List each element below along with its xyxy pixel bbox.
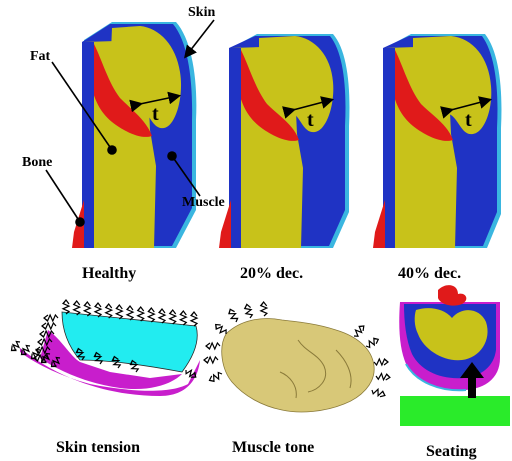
spring-arrow bbox=[138, 307, 144, 321]
spring-arrow bbox=[210, 373, 223, 382]
spring-arrow bbox=[44, 315, 58, 321]
panel-healthy: t bbox=[72, 22, 196, 248]
spring-arrow bbox=[170, 310, 176, 324]
skin-label: Skin bbox=[188, 5, 215, 20]
muscle-body bbox=[222, 319, 374, 412]
caption-skin-tension: Skin tension bbox=[56, 439, 140, 456]
caption-20-dec: 20% dec. bbox=[240, 265, 303, 282]
spring-arrow bbox=[148, 308, 154, 322]
buttock-bone bbox=[438, 285, 466, 306]
caption-seating: Seating bbox=[426, 443, 477, 460]
thickness-label: t bbox=[152, 103, 159, 125]
spring-arrow bbox=[74, 301, 80, 315]
spring-arrow bbox=[116, 305, 122, 319]
skin-leader bbox=[186, 20, 214, 56]
spring-arrow bbox=[12, 342, 21, 351]
spring-arrow bbox=[180, 311, 186, 325]
spring-arrow bbox=[229, 309, 238, 322]
spring-arrow bbox=[366, 338, 378, 347]
spring-arrow bbox=[191, 312, 197, 326]
spring-arrow bbox=[127, 306, 133, 320]
fat-label: Fat bbox=[30, 49, 51, 64]
muscle-strip bbox=[84, 42, 94, 248]
bone-label: Bone bbox=[22, 155, 52, 170]
caption-40-dec: 40% dec. bbox=[398, 265, 461, 282]
spring-arrow bbox=[206, 343, 220, 349]
spring-arrow bbox=[42, 323, 56, 329]
caption-muscle-tone: Muscle tone bbox=[232, 439, 314, 456]
muscle-label: Muscle bbox=[182, 195, 225, 210]
spring-arrow bbox=[106, 304, 112, 318]
panel-20-dec: t bbox=[219, 34, 349, 248]
spring-arrow bbox=[374, 359, 388, 365]
thickness-label: t bbox=[307, 109, 314, 131]
spring-arrow bbox=[216, 325, 226, 335]
spring-arrow bbox=[245, 304, 253, 318]
muscle-strip bbox=[385, 48, 395, 248]
thickness-label: t bbox=[465, 109, 472, 131]
spring-arrow bbox=[372, 389, 385, 396]
muscle-tone-figure bbox=[204, 302, 390, 412]
panel-40-dec: t bbox=[373, 34, 501, 248]
seat-block bbox=[400, 396, 510, 426]
skin-tension-figure bbox=[12, 300, 201, 396]
spring-arrow bbox=[204, 357, 218, 363]
spring-arrow bbox=[84, 302, 90, 316]
spring-arrow bbox=[261, 302, 267, 316]
seating-figure bbox=[399, 285, 510, 426]
bone-leader bbox=[46, 170, 80, 222]
caption-healthy: Healthy bbox=[82, 265, 136, 282]
spring-arrow bbox=[95, 303, 101, 317]
spring-arrow bbox=[354, 326, 364, 336]
spring-arrow bbox=[376, 374, 390, 381]
spring-arrow bbox=[159, 309, 165, 323]
muscle-strip bbox=[231, 48, 241, 248]
